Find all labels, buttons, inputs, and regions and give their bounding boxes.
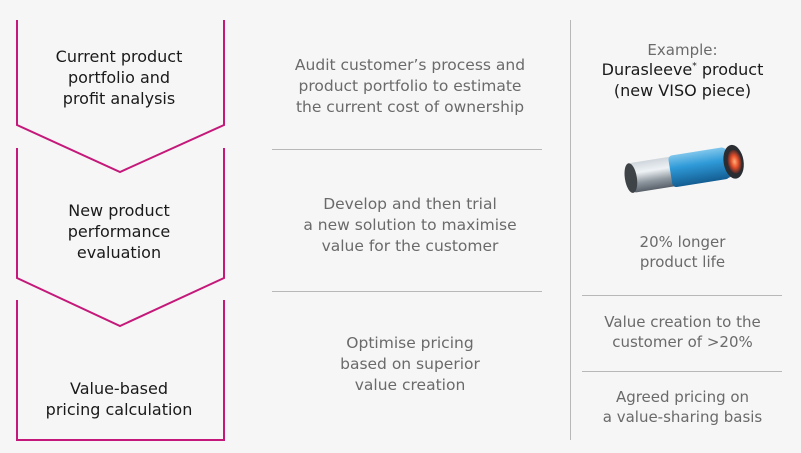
example-product-name: Durasleeve* product: [580, 60, 785, 80]
step-2-description-line: value for the customer: [321, 237, 499, 255]
description-divider-2: [272, 291, 542, 292]
step-2-label-line: evaluation: [76, 243, 162, 262]
step-3-label: Value-based pricing calculation: [14, 378, 224, 420]
step-1-description: Audit customer’s process and product por…: [270, 55, 550, 118]
step-1-label-line: profit analysis: [62, 89, 176, 108]
description-divider-1: [272, 149, 542, 150]
step-2-description-line: Develop and then trial: [323, 195, 497, 213]
product-trademark-mark: *: [692, 61, 697, 72]
example-result-1-line: 20% longer: [639, 233, 726, 251]
example-result-2: Value creation to the customer of >20%: [580, 312, 785, 352]
example-result-1-line: product life: [639, 253, 726, 271]
example-heading: Example:: [647, 41, 718, 59]
step-1-label: Current product portfolio and profit ana…: [14, 46, 224, 109]
example-result-2-line: customer of >20%: [612, 333, 753, 351]
step-2-label: New product performance evaluation: [14, 200, 224, 263]
chevron-step-2: [16, 148, 225, 328]
example-result-3-line: a value-sharing basis: [602, 408, 763, 426]
step-2-label-line: New product: [68, 201, 170, 220]
example-result-3: Agreed pricing on a value-sharing basis: [580, 387, 785, 427]
step-3-description-line: value creation: [354, 376, 466, 394]
step-1-label-line: Current product: [55, 47, 183, 66]
step-3-description: Optimise pricing based on superior value…: [270, 333, 550, 396]
example-column-divider: [570, 20, 571, 440]
step-1-label-line: portfolio and: [67, 68, 171, 87]
example-result-3-line: Agreed pricing on: [615, 388, 750, 406]
product-suffix: product: [696, 60, 764, 79]
step-1-description-line: product portfolio to estimate: [298, 77, 522, 95]
chevron-step-1: [16, 20, 225, 174]
step-3-label-line: pricing calculation: [45, 400, 193, 419]
step-1-description-line: the current cost of ownership: [295, 98, 525, 116]
product-brand: Durasleeve: [601, 60, 693, 79]
example-result-2-line: Value creation to the: [604, 313, 761, 331]
step-2-description-line: a new solution to maximise: [303, 216, 517, 234]
example-divider-2: [582, 371, 782, 372]
example-result-1: 20% longer product life: [580, 232, 785, 272]
bracket-step-3: [16, 300, 225, 441]
example-divider-1: [582, 295, 782, 296]
step-1-description-line: Audit customer’s process and: [294, 56, 526, 74]
step-3-description-line: Optimise pricing: [346, 334, 474, 352]
step-3-label-line: Value-based: [69, 379, 168, 398]
durasleeve-tube-image: [624, 144, 744, 193]
step-2-description: Develop and then trial a new solution to…: [270, 194, 550, 257]
step-3-description-line: based on superior: [340, 355, 480, 373]
step-2-label-line: performance: [67, 222, 171, 241]
example-product-subtitle: (new VISO piece): [613, 81, 752, 100]
